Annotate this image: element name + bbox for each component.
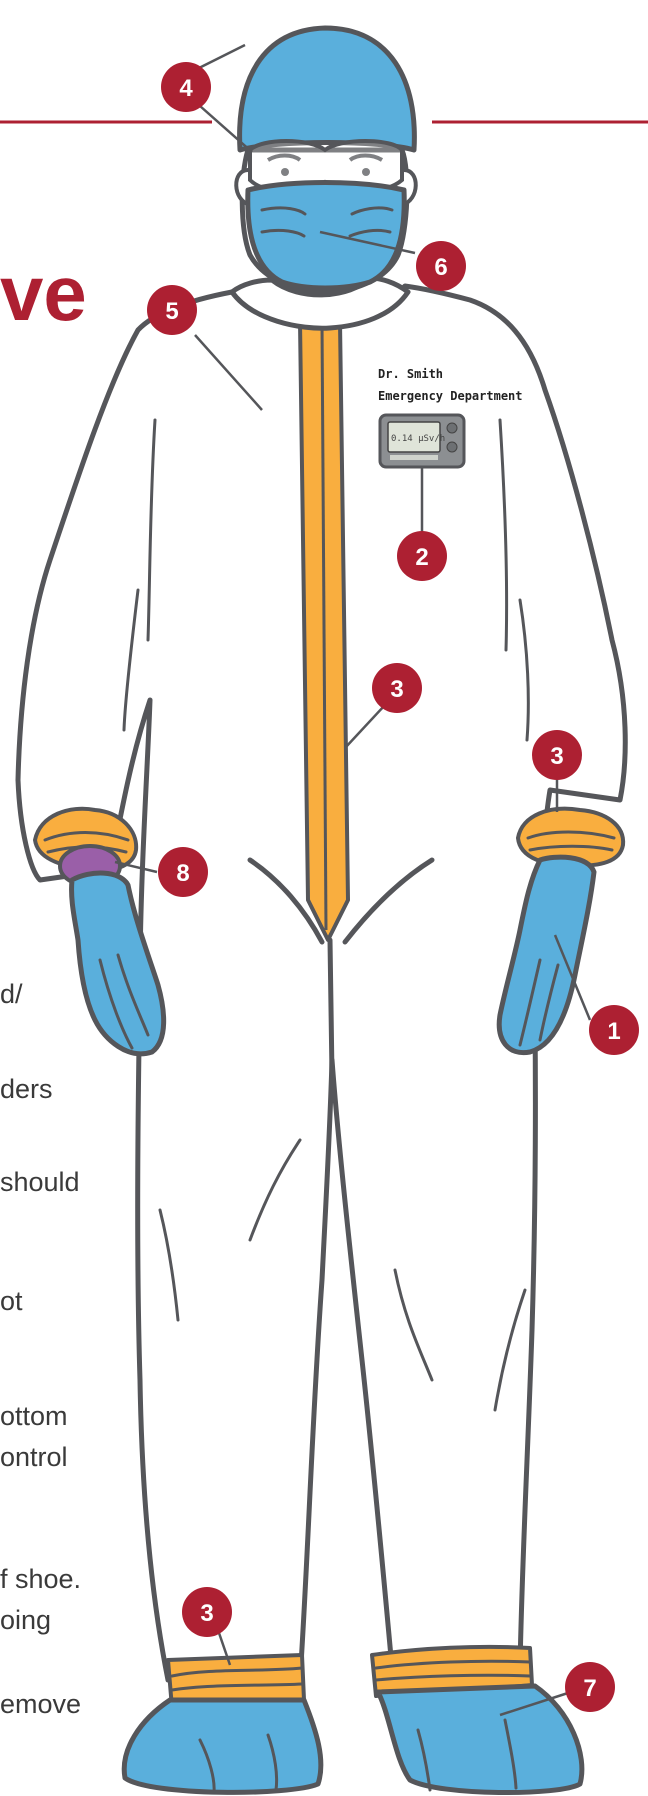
text-fragment: should [0, 1167, 80, 1197]
marker-3-left-ankle: 3 [182, 1587, 232, 1637]
marker-3-label: 3 [390, 676, 403, 703]
marker-1: 1 [589, 1005, 639, 1055]
marker-7: 7 [565, 1662, 615, 1712]
marker-4-label: 4 [179, 75, 193, 102]
person-figure: Dr. Smith Emergency Department 0.14 µSv/… [18, 28, 625, 1793]
title-fragment: ve [0, 249, 87, 337]
marker-3-label: 3 [200, 1600, 213, 1627]
marker-4: 4 [161, 62, 211, 112]
marker-2-label: 2 [415, 544, 428, 571]
marker-2: 2 [397, 531, 447, 581]
badge-name: Dr. Smith [378, 367, 443, 381]
marker-5-label: 5 [165, 298, 178, 325]
marker-8: 8 [158, 847, 208, 897]
text-fragment: ottom [0, 1401, 68, 1431]
marker-3-chest: 3 [372, 663, 422, 713]
marker-1-label: 1 [607, 1018, 620, 1045]
head-cover-cap [240, 28, 415, 150]
left-shoe-cover [124, 1700, 321, 1792]
text-fragment: emove [0, 1689, 81, 1719]
dosimeter: 0.14 µSv/h [380, 415, 464, 467]
marker-5: 5 [147, 285, 197, 335]
marker-6-label: 6 [434, 254, 447, 281]
instruction-text-fragments: d/ ders should ot ottom ontrol f shoe. o… [0, 979, 81, 1719]
text-fragment: ontrol [0, 1442, 68, 1472]
marker-8-label: 8 [176, 860, 189, 887]
marker-3-right-cuff: 3 [532, 730, 582, 780]
text-fragment: d/ [0, 979, 23, 1009]
marker-3-label: 3 [550, 743, 563, 770]
face-mask [248, 183, 404, 289]
marker-7-label: 7 [583, 1675, 596, 1702]
dosimeter-reading: 0.14 µSv/h [391, 434, 445, 444]
text-fragment: ders [0, 1074, 53, 1104]
text-fragment: oing [0, 1605, 51, 1635]
marker-6: 6 [416, 241, 466, 291]
text-fragment: f shoe. [0, 1564, 81, 1594]
badge-department: Emergency Department [378, 389, 523, 403]
text-fragment: ot [0, 1286, 23, 1316]
right-shoe-cover [378, 1686, 582, 1793]
